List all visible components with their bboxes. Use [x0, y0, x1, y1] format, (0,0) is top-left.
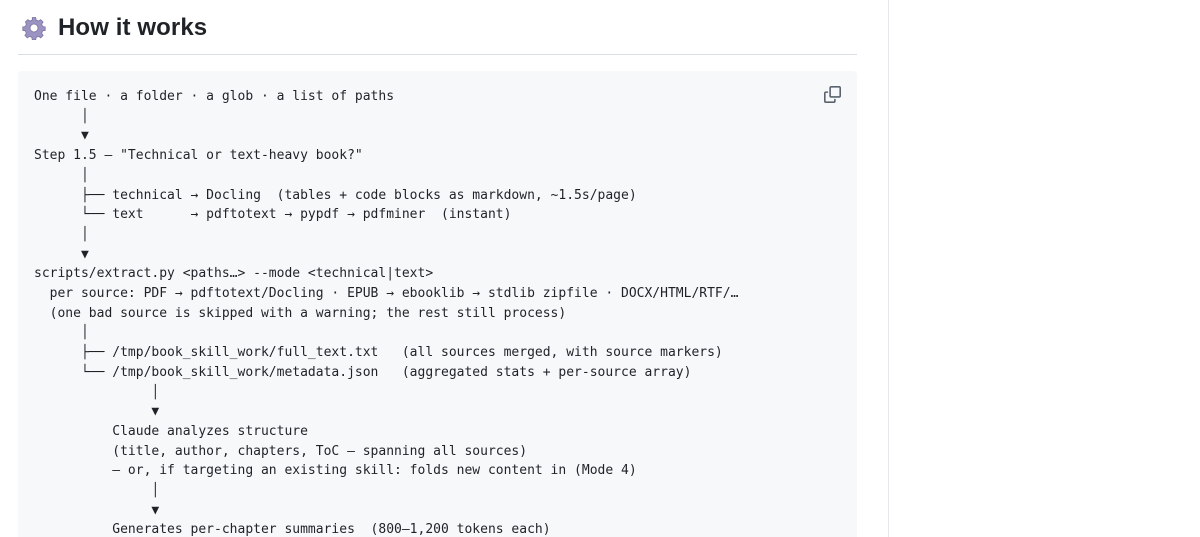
code-line: ▼ [34, 246, 89, 262]
code-line: (one bad source is skipped with a warnin… [34, 305, 567, 321]
code-line: Generates per-chapter summaries (800–1,2… [34, 522, 551, 537]
code-line: One file · a folder · a glob · a list of… [34, 89, 395, 104]
code-line: scripts/extract.py <paths…> --mode <tech… [34, 266, 434, 282]
code-line: ▼ [34, 502, 160, 518]
code-line: ▼ [34, 404, 160, 420]
code-line: (title, author, chapters, ToC — spanning… [34, 443, 528, 459]
code-line: │ [34, 384, 160, 400]
copy-button[interactable] [821, 83, 843, 105]
code-line: Step 1.5 — "Technical or text-heavy book… [34, 148, 363, 164]
code-line: ├── technical → Docling (tables + code b… [34, 187, 637, 203]
code-line: per source: PDF → pdftotext/Docling · EP… [34, 286, 739, 302]
gear-icon [20, 14, 48, 42]
code-line: │ [34, 325, 89, 341]
code-line: │ [34, 226, 89, 242]
code-block: One file · a folder · a glob · a list of… [18, 71, 857, 537]
copy-icon [823, 85, 841, 103]
section-title: How it works [58, 14, 208, 41]
readme-content: How it works One file · a folder · a glo… [18, 0, 857, 537]
column-divider [888, 0, 889, 537]
code-line: │ [34, 108, 89, 124]
code-line: Claude analyzes structure [34, 423, 308, 439]
section-heading: How it works [18, 0, 857, 55]
code-text: One file · a folder · a glob · a list of… [34, 87, 841, 537]
code-line: │ [34, 483, 160, 499]
code-line: │ [34, 167, 89, 183]
code-line: └── text → pdftotext → pypdf → pdfminer … [34, 207, 512, 223]
code-line: └── /tmp/book_skill_work/metadata.json (… [34, 364, 692, 380]
code-line: ▼ [34, 128, 89, 144]
code-line: — or, if targeting an existing skill: fo… [34, 463, 637, 479]
code-line: ├── /tmp/book_skill_work/full_text.txt (… [34, 345, 723, 361]
